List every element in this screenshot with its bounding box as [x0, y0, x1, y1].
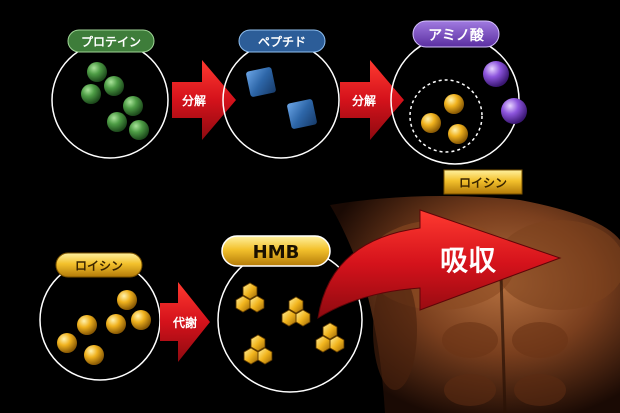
svg-text:分解: 分解: [352, 93, 376, 108]
svg-text:アミノ酸: アミノ酸: [428, 27, 485, 44]
hmb-hexagon: [329, 335, 345, 353]
svg-text:ロイシン: ロイシン: [75, 259, 123, 273]
protein-circle: [51, 41, 169, 159]
svg-text:吸収: 吸収: [440, 244, 497, 277]
decompose-arrow-2: 分解: [340, 60, 404, 140]
peptide-circle: [222, 41, 340, 159]
svg-text:プロテイン: プロテイン: [81, 34, 141, 49]
hmb-hexagon: [249, 295, 265, 313]
svg-text:代謝: 代謝: [172, 315, 197, 330]
svg-text:HMB: HMB: [253, 242, 300, 263]
hmb-hexagon: [235, 295, 251, 313]
hmb-label: HMB: [221, 235, 331, 267]
protein-label: プロテイン: [67, 29, 155, 53]
hmb-hexagon: [295, 309, 311, 327]
svg-text:ペプチド: ペプチド: [258, 34, 306, 49]
metabolism-arrow: 代謝: [160, 282, 210, 362]
hmb-hexagon-clusters: [235, 282, 345, 365]
leucine-label: ロイシン: [55, 252, 143, 278]
hmb-hexagon: [288, 296, 304, 314]
leucine-circle: [39, 259, 161, 381]
hmb-hexagon: [281, 309, 297, 327]
absorption-arrow: 吸収: [317, 209, 562, 319]
hmb-hexagon: [243, 347, 259, 365]
svg-text:分解: 分解: [182, 93, 206, 108]
leucine-tag: ロイシン: [443, 169, 523, 195]
hmb-hexagon: [257, 347, 273, 365]
svg-text:ロイシン: ロイシン: [459, 176, 507, 190]
hmb-hexagon: [242, 282, 258, 300]
amino-acid-label: アミノ酸: [412, 20, 500, 48]
hmb-hexagon: [250, 334, 266, 352]
peptide-label: ペプチド: [238, 29, 326, 53]
hmb-hexagon: [315, 335, 331, 353]
amino-acid-circle: [390, 35, 527, 165]
hmb-hexagon: [322, 322, 338, 340]
decompose-arrow-1: 分解: [172, 60, 236, 140]
